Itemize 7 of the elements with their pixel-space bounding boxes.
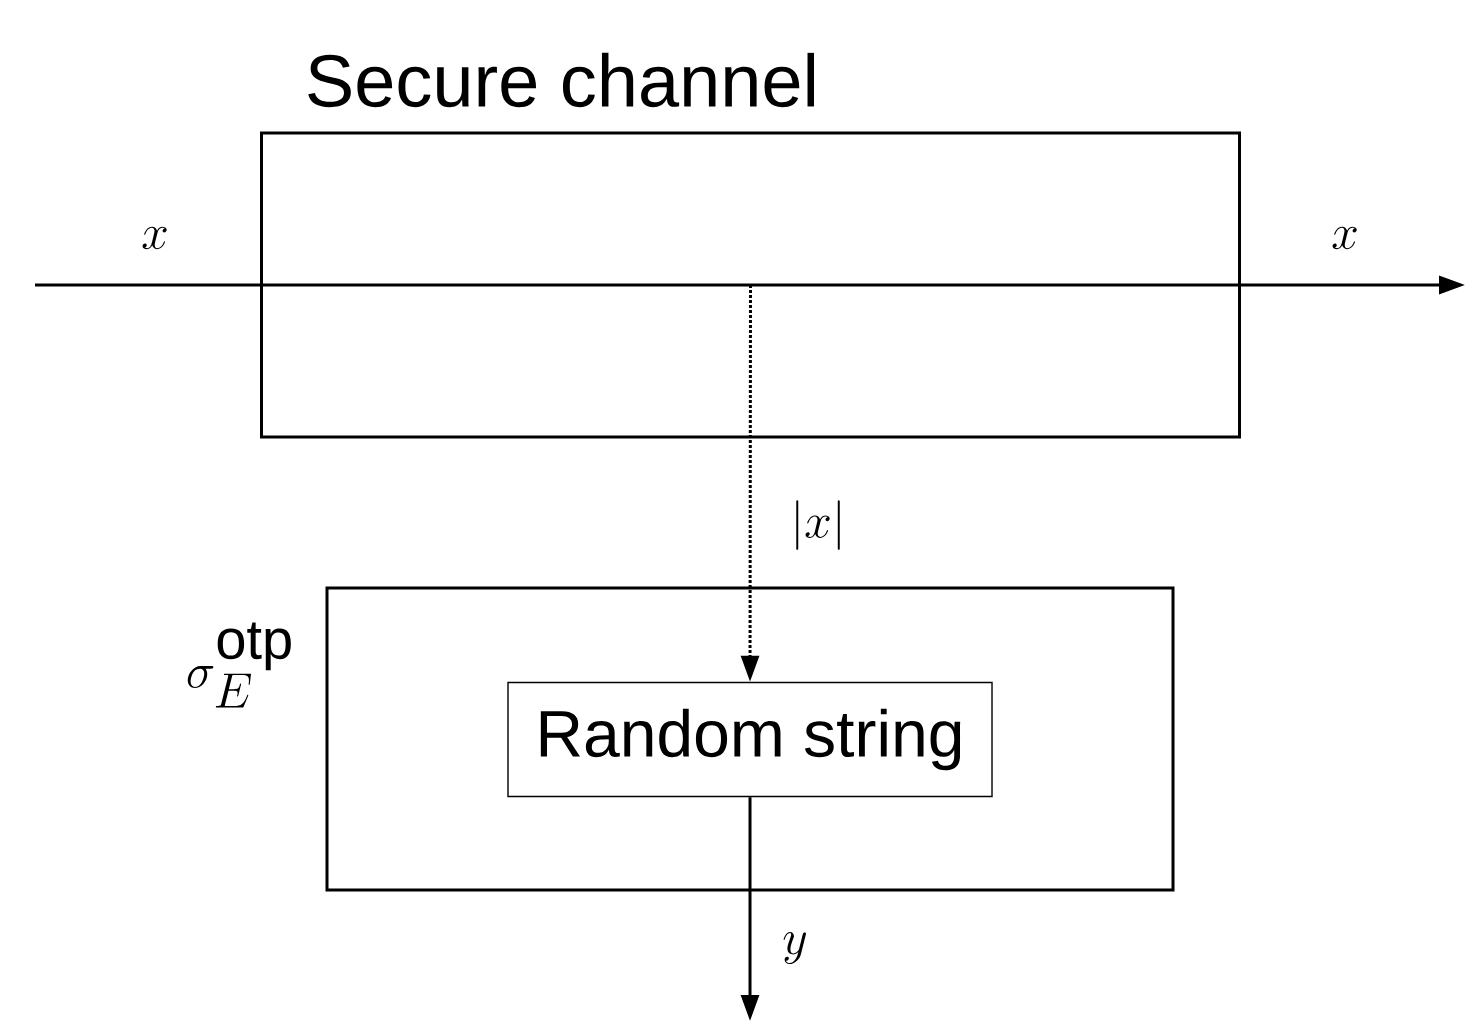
edge-label: $x$ <box>139 225 171 251</box>
edge-label: $y$ <box>780 930 810 966</box>
box-heading: Secure channel <box>308 52 814 108</box>
text-box: Random string <box>507 681 993 798</box>
edge-label: $|x|$ <box>788 498 848 552</box>
edge-label: $x$ <box>1329 225 1361 251</box>
box-heading: $\sigma_E^{\mathrm{otp}}$ <box>187 622 291 708</box>
